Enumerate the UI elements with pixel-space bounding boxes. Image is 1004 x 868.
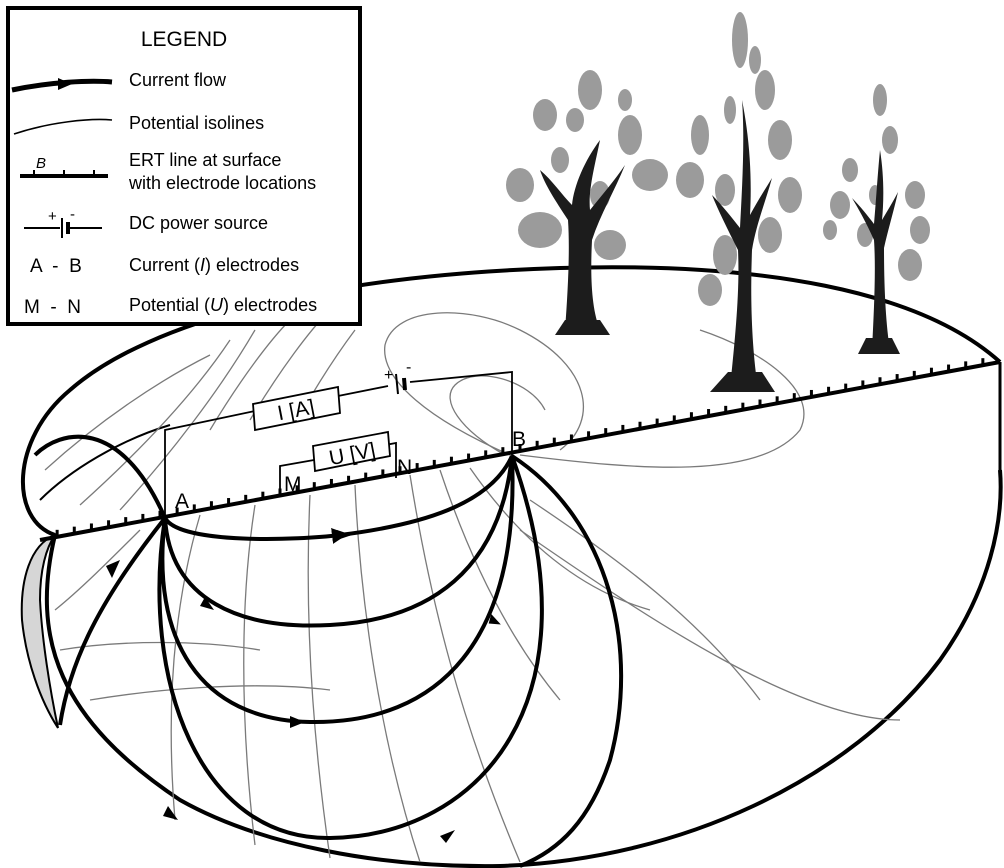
dc-power-symbol-icon bbox=[24, 218, 102, 238]
legend-mn-symbol: M - N bbox=[24, 297, 81, 318]
ammeter-box bbox=[252, 385, 341, 432]
isoline bbox=[384, 312, 584, 456]
legend-current-flow-label: Current flow bbox=[129, 70, 227, 90]
battery-minus: - bbox=[406, 359, 411, 376]
ground-block bbox=[20, 265, 1003, 868]
legend-ert-letter: B bbox=[36, 155, 46, 172]
isoline bbox=[439, 469, 561, 701]
ert-electrode-ticks bbox=[55, 358, 985, 537]
isoline bbox=[44, 354, 211, 471]
isoline bbox=[170, 514, 201, 821]
ert-tick-symbol-icon bbox=[33, 170, 95, 176]
isoline bbox=[519, 329, 805, 468]
current-circuit-wire bbox=[337, 385, 389, 397]
ground-surface-inner-rim bbox=[39, 424, 171, 501]
current-arrow bbox=[488, 613, 501, 625]
current-flow-line bbox=[157, 455, 544, 841]
legend-isolines-label: Potential isolines bbox=[129, 113, 264, 133]
current-arrow bbox=[200, 597, 214, 610]
current-arrow bbox=[163, 806, 178, 820]
electrode-b-label: B bbox=[512, 428, 526, 451]
battery-plus: + bbox=[384, 367, 393, 384]
isoline bbox=[119, 329, 256, 511]
voltmeter: U [V] bbox=[312, 430, 391, 473]
isoline bbox=[243, 504, 256, 846]
ammeter: I [A] bbox=[252, 385, 341, 432]
isoline bbox=[449, 375, 546, 456]
legend-dc-plus: + bbox=[48, 208, 57, 225]
current-flow-line bbox=[160, 455, 515, 725]
current-arrow bbox=[440, 830, 455, 843]
isoline bbox=[307, 494, 331, 859]
legend-dc-minus: - bbox=[70, 206, 75, 223]
isoline bbox=[354, 484, 421, 863]
current-circuit-wire bbox=[409, 371, 513, 456]
electrode-m-label: M bbox=[284, 473, 302, 496]
current-circuit-wire bbox=[164, 410, 256, 518]
legend-mn-label: Potential (U) electrodes bbox=[129, 295, 317, 315]
current-flow-line bbox=[163, 455, 514, 628]
isoline-symbol-icon bbox=[13, 118, 113, 135]
current-flow-lines bbox=[33, 434, 624, 868]
ground-subsurface-outline bbox=[44, 469, 1003, 868]
current-arrow bbox=[290, 716, 305, 728]
isoline bbox=[59, 641, 261, 651]
legend-ert-label-line1: ERT line at surface bbox=[129, 150, 281, 170]
isoline bbox=[469, 467, 651, 611]
isoline bbox=[209, 319, 291, 431]
current-flow-arrows bbox=[106, 530, 501, 843]
current-arrow bbox=[337, 530, 352, 540]
current-flow-line bbox=[58, 516, 167, 726]
tree-icon bbox=[506, 70, 668, 335]
legend-ab-symbol: A - B bbox=[30, 256, 82, 277]
voltmeter-box bbox=[312, 430, 391, 473]
current-flow-arrow-icon bbox=[58, 78, 72, 90]
isoline bbox=[529, 499, 761, 701]
tree-icon bbox=[676, 12, 802, 392]
electrode-a-label: A bbox=[175, 490, 189, 513]
isoline bbox=[89, 685, 331, 701]
battery-plate-short bbox=[402, 377, 407, 391]
legend-box bbox=[6, 6, 362, 326]
legend-ert-label-line2: with electrode locations bbox=[128, 173, 316, 193]
isoline bbox=[519, 529, 901, 721]
legend-title: LEGEND bbox=[141, 28, 227, 51]
current-flow-line bbox=[510, 454, 624, 868]
legend: LEGEND Current flow Potential isolines B… bbox=[6, 6, 362, 326]
current-flow-line bbox=[33, 434, 167, 519]
isolines bbox=[44, 309, 901, 863]
ground-side-face bbox=[20, 532, 59, 729]
current-arrow bbox=[106, 560, 120, 578]
potential-circuit-wire bbox=[279, 459, 315, 490]
tree-icon bbox=[823, 84, 930, 354]
battery-plate-long bbox=[395, 373, 399, 395]
isoline bbox=[54, 529, 141, 611]
legend-dc-label: DC power source bbox=[129, 213, 268, 233]
dc-power-source: + - bbox=[384, 359, 411, 395]
measurement-circuit bbox=[164, 371, 513, 518]
trees bbox=[506, 12, 930, 392]
ert-line bbox=[39, 358, 1001, 542]
isoline bbox=[409, 474, 521, 863]
legend-ab-label: Current (I) electrodes bbox=[129, 255, 299, 275]
isoline bbox=[79, 339, 231, 506]
electrode-n-label: N bbox=[397, 456, 412, 479]
